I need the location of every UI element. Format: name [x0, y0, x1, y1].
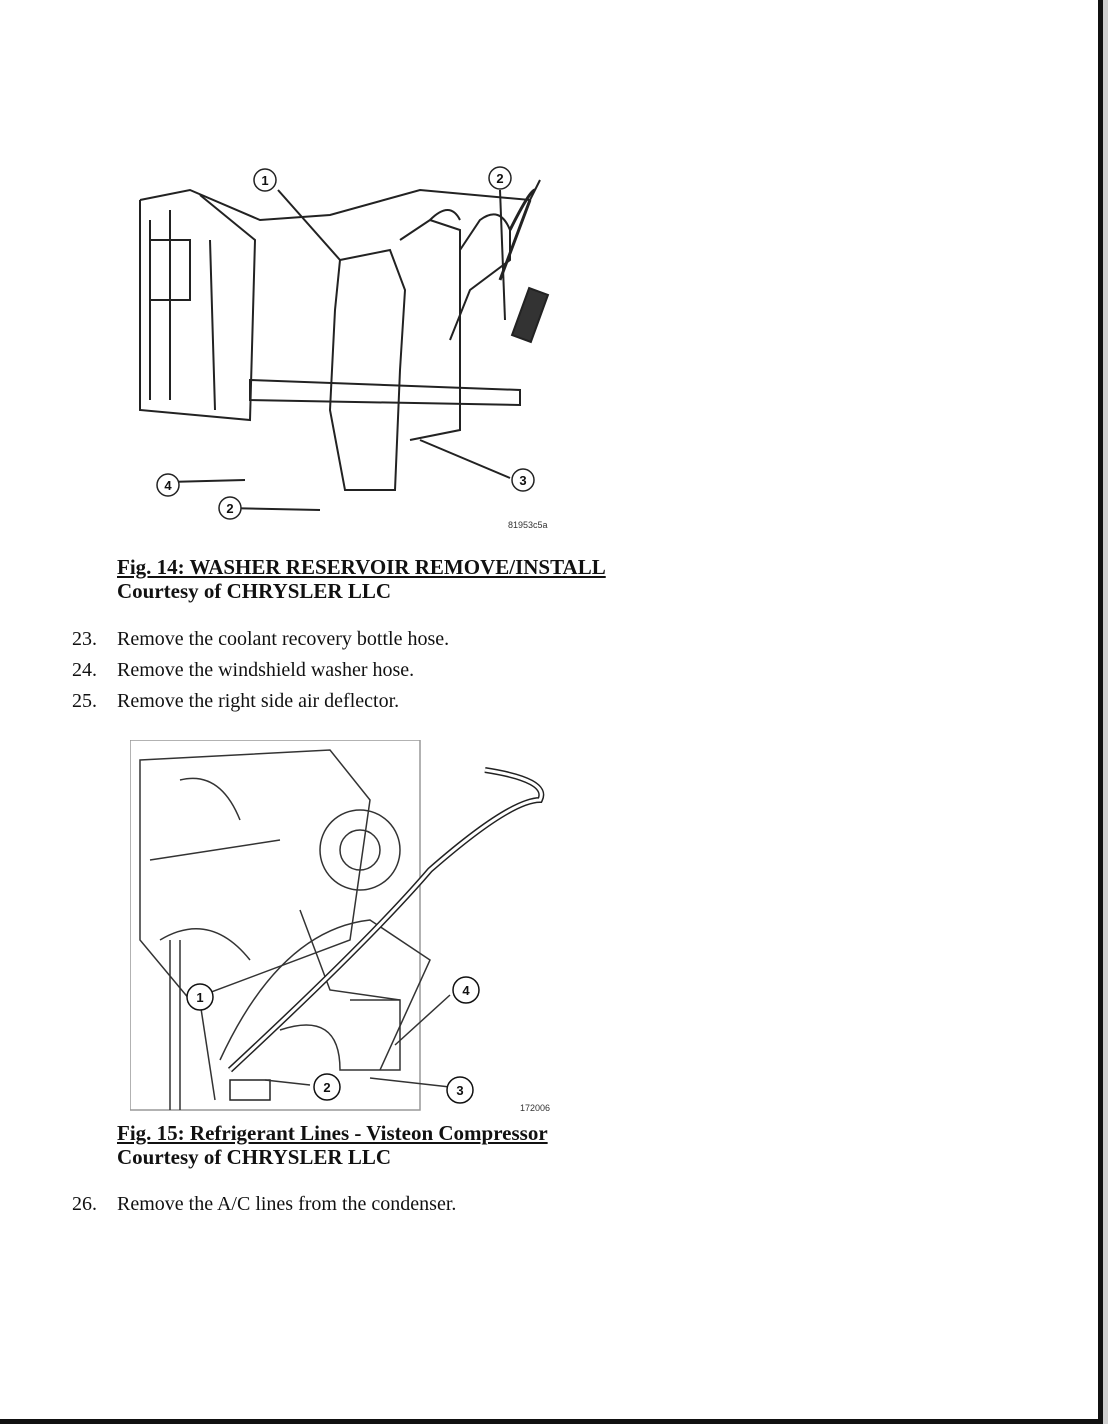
- svg-text:3: 3: [519, 473, 526, 488]
- svg-text:4: 4: [164, 478, 172, 493]
- svg-text:1: 1: [261, 173, 268, 188]
- figure-code: 172006: [520, 1103, 550, 1113]
- svg-text:2: 2: [496, 171, 503, 186]
- step-item: 24.Remove the windshield washer hose.: [72, 659, 415, 681]
- svg-text:4: 4: [462, 983, 470, 998]
- svg-text:3: 3: [456, 1083, 463, 1098]
- figure-14-caption: Fig. 14: WASHER RESERVOIR REMOVE/INSTALL…: [117, 555, 606, 603]
- page-edge-bottom: [0, 1419, 1103, 1424]
- figure-title: Fig. 14: WASHER RESERVOIR REMOVE/INSTALL: [117, 555, 606, 579]
- washer-reservoir-illustration: 1 2 4 2 3 81953c5a: [139, 166, 550, 530]
- figure-courtesy: Courtesy of CHRYSLER LLC: [117, 1145, 392, 1169]
- svg-text:1: 1: [196, 990, 203, 1005]
- figure-code: 81953c5a: [508, 520, 548, 530]
- figure-15-caption: Fig. 15: Refrigerant Lines - Visteon Com…: [117, 1121, 548, 1169]
- refrigerant-lines-illustration: 1 2 3 4 172006: [130, 740, 550, 1113]
- svg-text:2: 2: [323, 1080, 330, 1095]
- page-edge-right: [1098, 0, 1103, 1424]
- scroll-gutter: [1103, 0, 1108, 1424]
- figure-courtesy: Courtesy of CHRYSLER LLC: [117, 579, 392, 603]
- step-item: 23.Remove the coolant recovery bottle ho…: [72, 628, 450, 650]
- svg-text:2: 2: [226, 501, 233, 516]
- figure-title: Fig. 15: Refrigerant Lines - Visteon Com…: [117, 1121, 548, 1145]
- step-item: 25.Remove the right side air deflector.: [72, 690, 400, 712]
- step-item: 26.Remove the A/C lines from the condens…: [72, 1193, 457, 1215]
